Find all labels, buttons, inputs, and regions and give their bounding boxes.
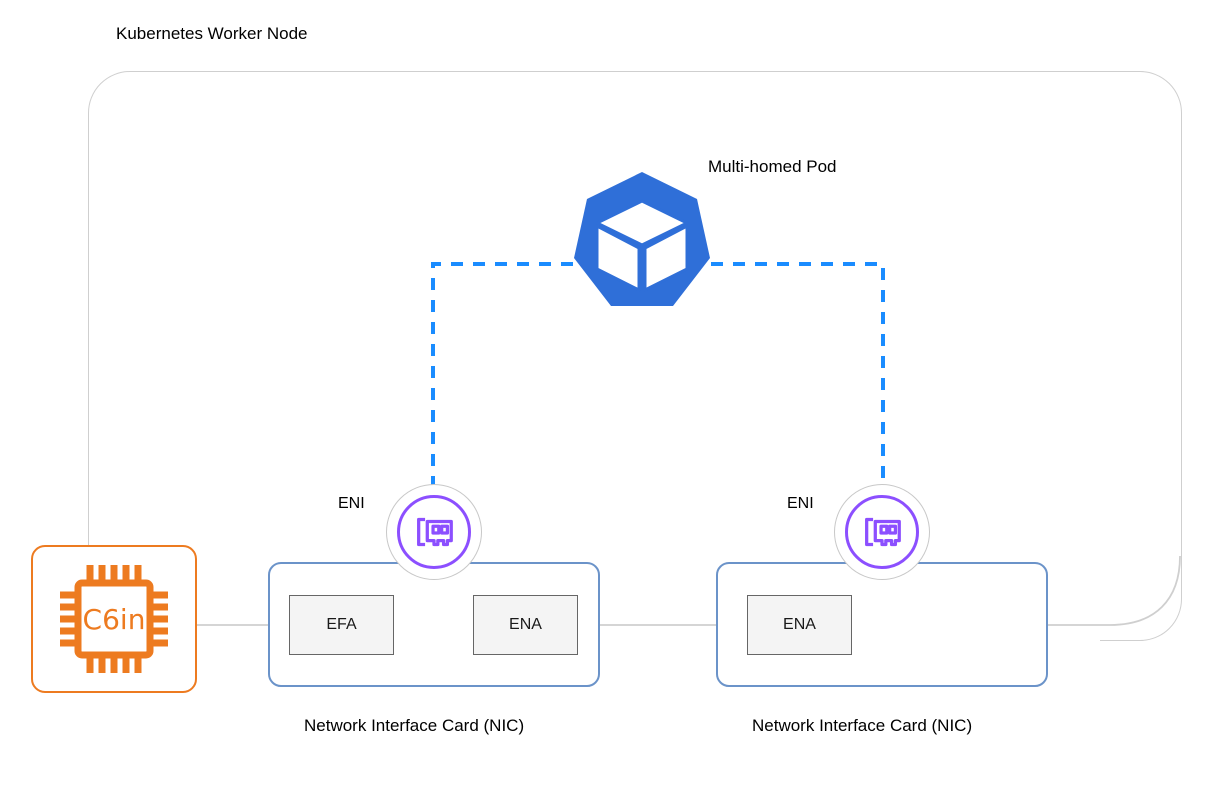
c6in-instance-box[interactable]: [31, 545, 197, 693]
network-interface-card-icon: [417, 517, 453, 547]
eni-node-right[interactable]: [834, 484, 930, 580]
eni-label-left: ENI: [338, 495, 365, 512]
nic-left-adapter-efa[interactable]: EFA: [289, 595, 394, 655]
worker-node-boundary: [88, 71, 1182, 641]
worker-node-title: Kubernetes Worker Node: [116, 24, 308, 43]
network-interface-card-icon: [865, 517, 901, 547]
eni-label-right: ENI: [787, 495, 814, 512]
nic-caption-left: Network Interface Card (NIC): [304, 716, 525, 735]
pod-title: Multi-homed Pod: [708, 157, 837, 176]
eni-inner-ring-left: [397, 495, 471, 569]
nic-left-adapter-ena[interactable]: ENA: [473, 595, 578, 655]
nic-caption-right: Network Interface Card (NIC): [752, 716, 973, 735]
cpu-chip-icon: [60, 565, 168, 673]
kubernetes-logo-icon: [571, 170, 713, 316]
eni-node-left[interactable]: [386, 484, 482, 580]
eni-inner-ring-right: [845, 495, 919, 569]
nic-right-adapter-ena[interactable]: ENA: [747, 595, 852, 655]
